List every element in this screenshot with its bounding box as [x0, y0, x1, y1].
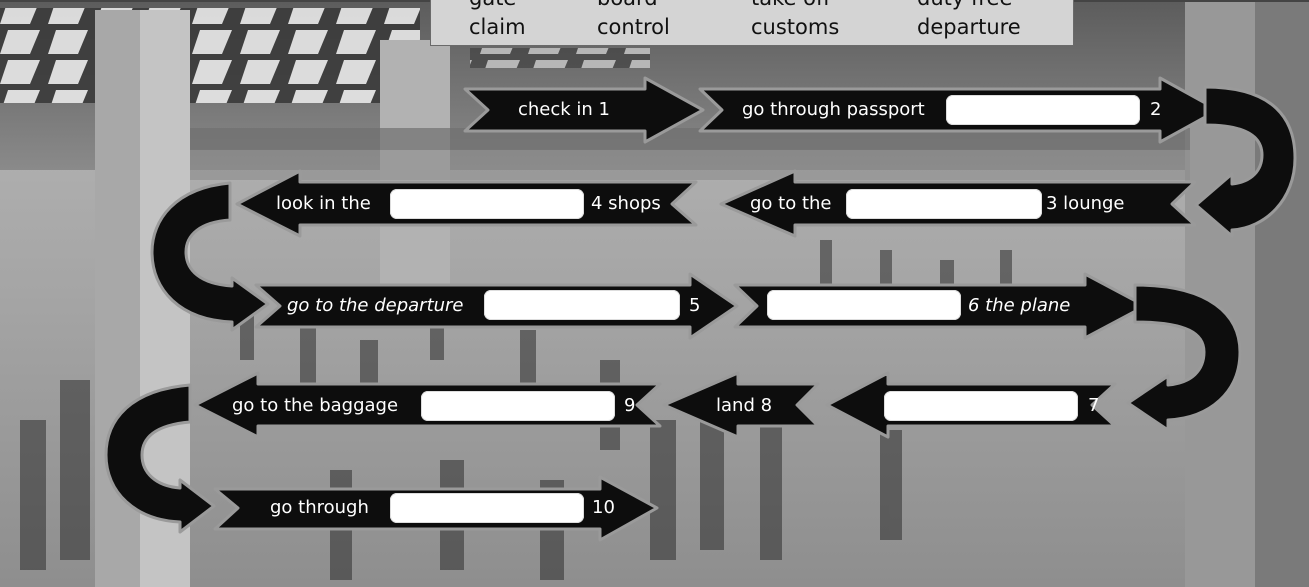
step-8-label: land 8 — [716, 395, 773, 416]
word-gate: gate — [469, 0, 516, 12]
u-turn-arrow-left-2 — [104, 383, 216, 534]
word-departure: departure — [917, 15, 1021, 39]
step-9-label: go to the baggage — [232, 395, 399, 416]
blank-3-input[interactable] — [846, 189, 1042, 219]
step-2-label: go through passport — [742, 99, 925, 120]
step-4-label: look in the — [276, 193, 371, 214]
step-3-label: go to the — [750, 193, 832, 214]
step-5-label: go to the departure — [287, 295, 464, 316]
word-duty-free: duty free — [917, 0, 1012, 12]
arrow-step-1 — [463, 76, 705, 144]
word-bank-box: gate claim board control take off custom… — [430, 0, 1074, 46]
step-7-number: 7 — [1088, 395, 1100, 416]
word-board: board — [597, 0, 658, 12]
blank-7-input[interactable] — [884, 391, 1078, 421]
word-control: control — [597, 15, 670, 39]
u-turn-arrow-right-2 — [1126, 283, 1242, 432]
blank-2-input[interactable] — [946, 95, 1140, 125]
arrow-step-8 — [662, 371, 820, 439]
step-3-suffix: 3 lounge — [1046, 193, 1125, 214]
step-4-suffix: 4 shops — [591, 193, 661, 214]
step-6-suffix: 6 the plane — [968, 295, 1071, 316]
step-5-number: 5 — [689, 295, 701, 316]
blank-9-input[interactable] — [421, 391, 615, 421]
word-claim: claim — [469, 15, 526, 39]
u-turn-arrow-right-1 — [1194, 85, 1297, 238]
step-10-label: go through — [270, 497, 369, 518]
blank-6-input[interactable] — [767, 290, 961, 320]
blank-10-input[interactable] — [390, 493, 584, 523]
blank-5-input[interactable] — [484, 290, 680, 320]
step-9-number: 9 — [624, 395, 636, 416]
word-take-off: take off — [751, 0, 830, 12]
u-turn-arrow-left-1 — [150, 181, 270, 332]
step-1-label: check in 1 — [518, 99, 611, 120]
step-10-number: 10 — [592, 497, 615, 518]
blank-4-input[interactable] — [390, 189, 584, 219]
word-customs: customs — [751, 15, 840, 39]
step-2-number: 2 — [1150, 99, 1162, 120]
